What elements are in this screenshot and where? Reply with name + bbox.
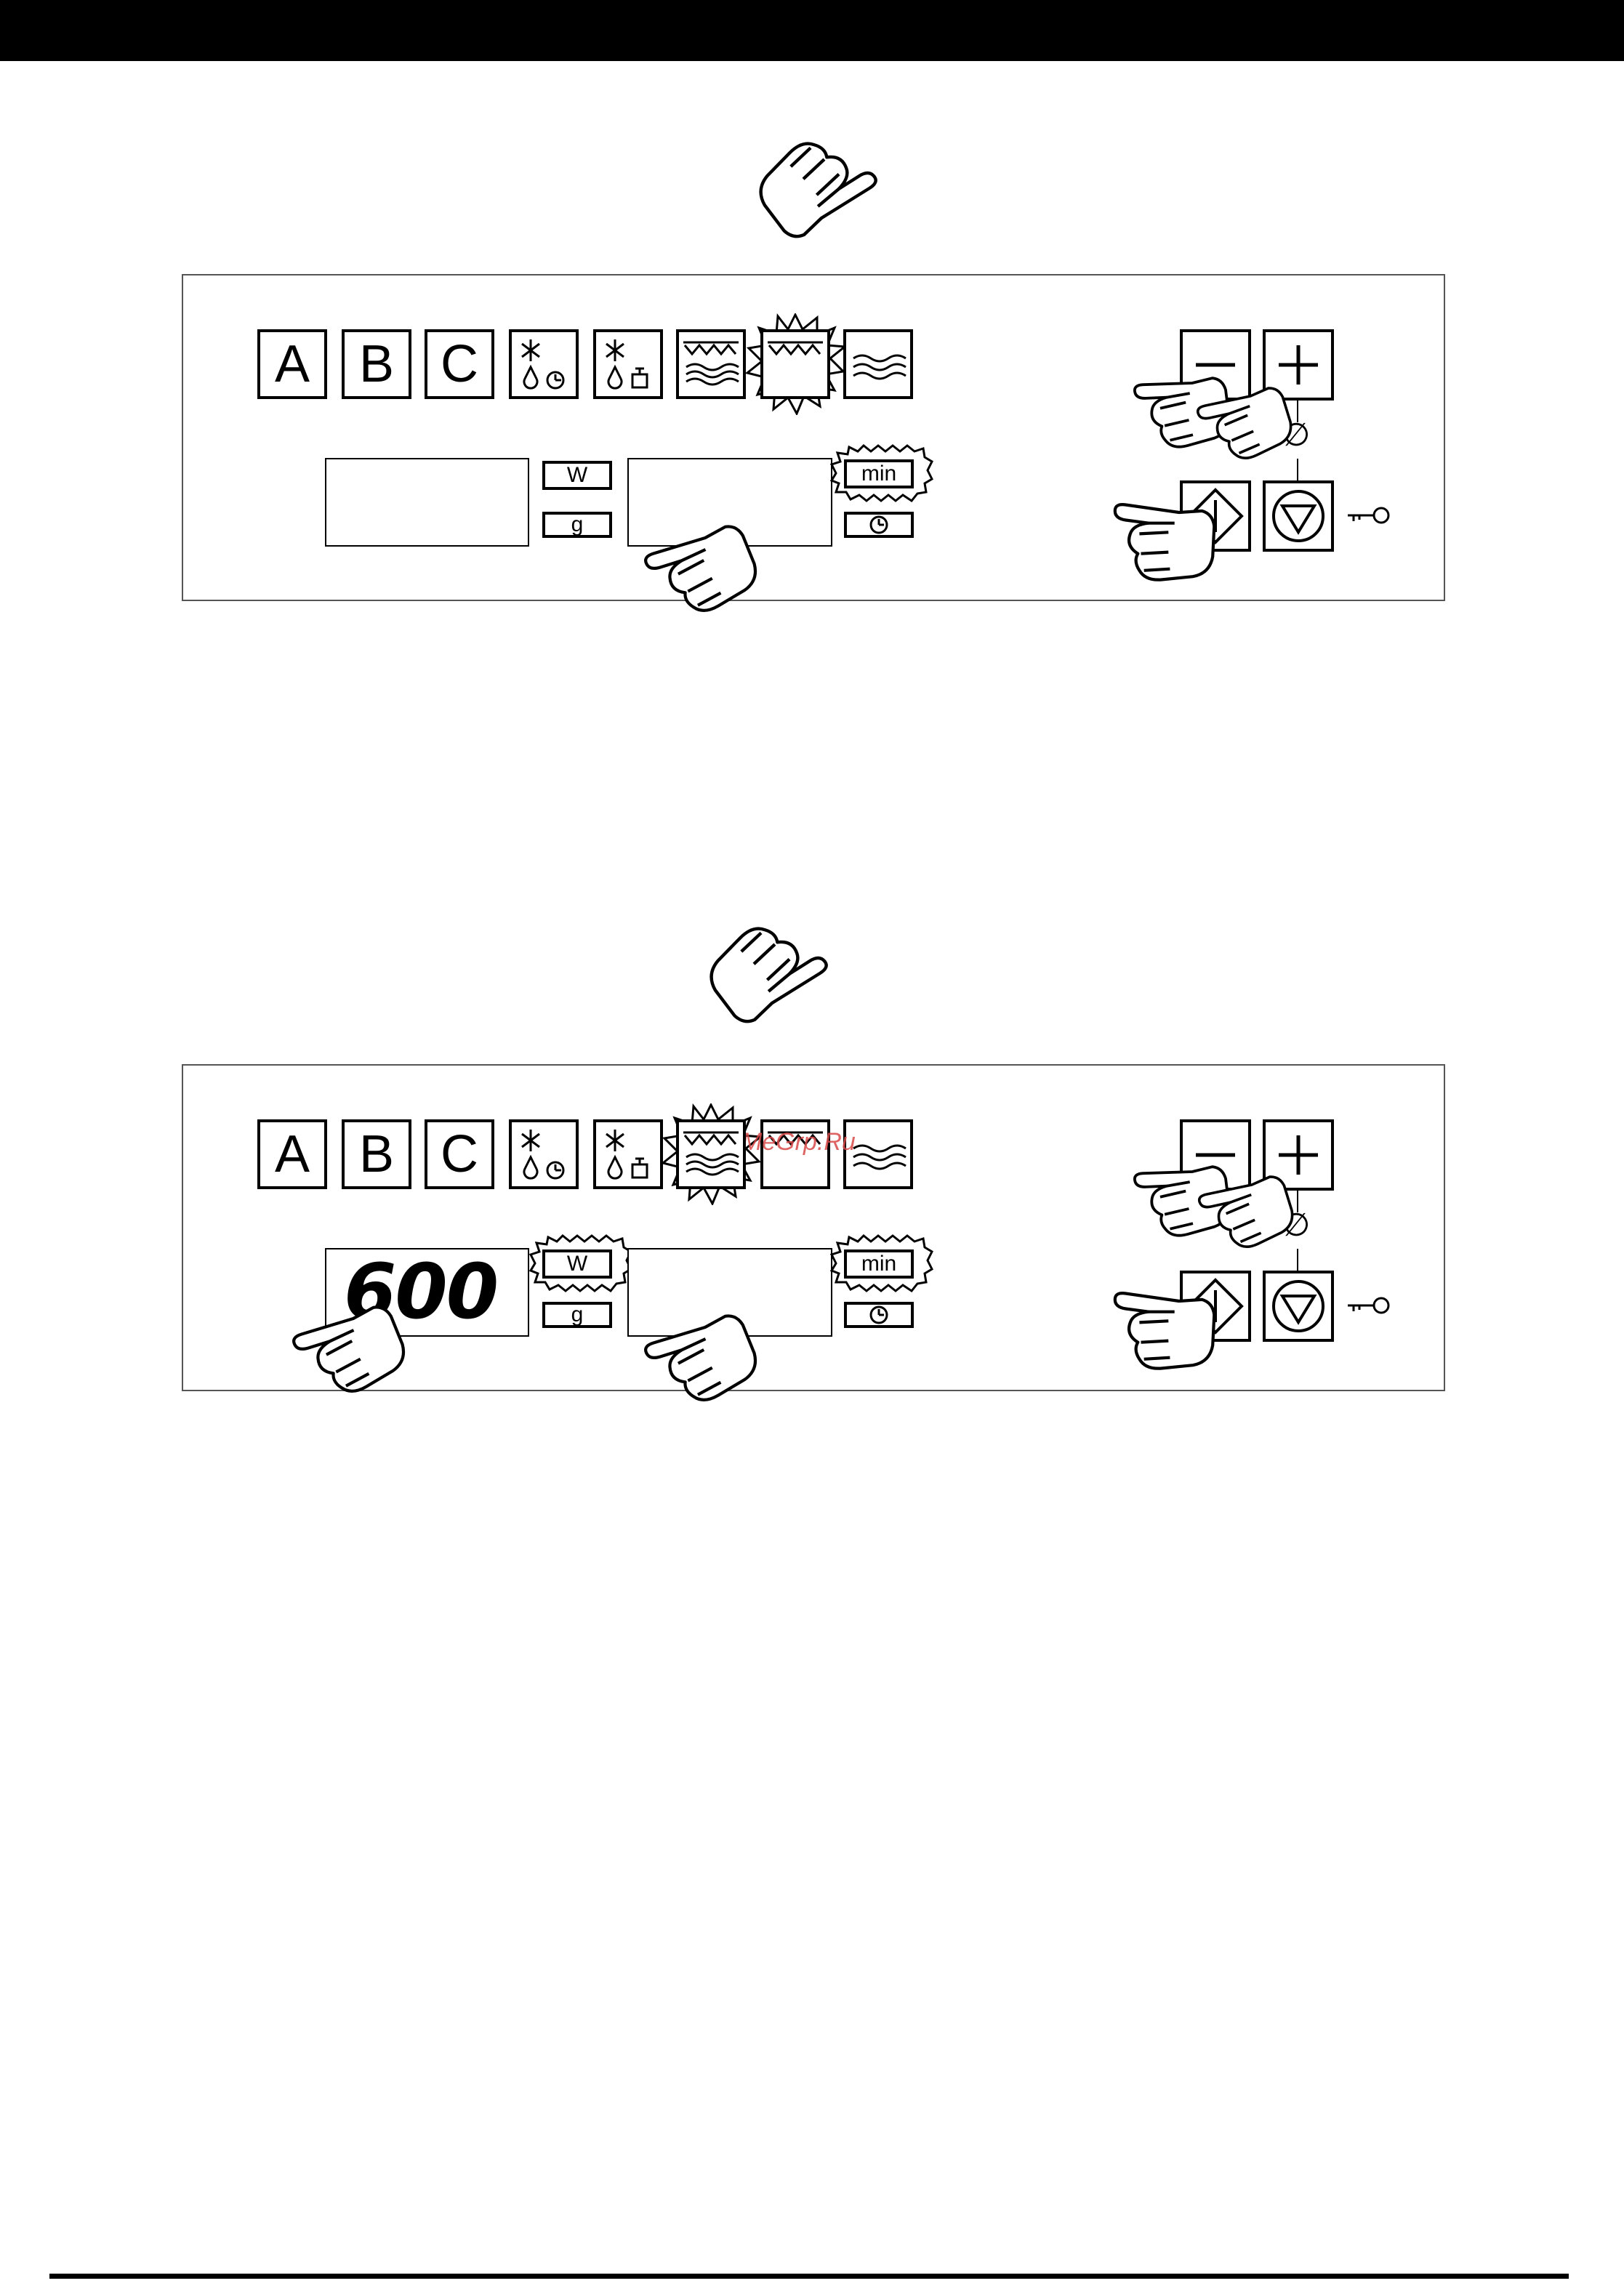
plus-button[interactable] [1263,1119,1334,1191]
start-icon [1186,1277,1245,1335]
grill-microwave-button-active[interactable] [676,1119,746,1189]
clock-indicator [844,1302,914,1328]
stop-icon [1269,1277,1327,1335]
power-weight-display [325,458,529,547]
start-button[interactable] [1180,480,1251,552]
defrost-weight-icon [599,335,657,393]
key-label: A [275,338,310,390]
time-display [627,458,832,547]
start-icon [1186,487,1245,545]
watermark: MeGrp.Ru [741,1128,856,1156]
defrost-weight-button[interactable] [593,329,663,399]
defrost-weight-icon [599,1125,657,1183]
power-weight-display: 600 [325,1248,529,1337]
key-label: B [359,1128,394,1180]
time-display [627,1248,832,1337]
program-c-button[interactable]: C [425,1119,494,1189]
microwave-button[interactable] [843,329,913,399]
defrost-weight-button[interactable] [593,1119,663,1189]
defrost-time-icon [515,335,573,393]
key-label: A [275,1128,310,1180]
key-label: B [359,338,394,390]
watt-label: W [567,464,587,486]
program-a-button[interactable]: A [257,329,327,399]
grill-icon [765,335,826,393]
program-b-button[interactable]: B [342,329,411,399]
display-value: 600 [344,1254,497,1329]
plus-icon [1273,339,1324,390]
divider [1297,459,1298,480]
microwave-icon [848,335,909,393]
minus-icon [1190,339,1241,390]
divider [1297,1249,1298,1271]
header-bar [0,0,1624,61]
grill-microwave-icon [680,335,741,393]
reset-symbol: ∅ [1282,419,1310,451]
program-a-button[interactable]: A [257,1119,327,1189]
watt-label: W [567,1253,587,1275]
gram-indicator: g [542,1302,612,1328]
min-label: min [861,1253,896,1275]
minus-icon [1190,1130,1241,1180]
key-label: C [441,1128,478,1180]
watt-indicator: W [542,1249,612,1279]
plus-button[interactable] [1263,329,1334,401]
minutes-indicator: min [844,1249,914,1279]
clock-indicator [844,512,914,538]
clock-icon [864,1305,893,1325]
gram-label: g [571,514,584,536]
watt-indicator: W [542,461,612,490]
start-button[interactable] [1180,1271,1251,1342]
gram-indicator: g [542,512,612,538]
grill-microwave-icon [680,1125,741,1183]
control-panel-2: A B C [182,1064,1445,1391]
reset-symbol: ∅ [1282,1210,1310,1241]
grill-button-active[interactable] [760,329,830,399]
stop-button[interactable] [1263,480,1334,552]
stop-button[interactable] [1263,1271,1334,1342]
grill-microwave-button[interactable] [676,329,746,399]
min-label: min [861,463,896,485]
hand-pointer-icon [748,121,878,248]
minus-button[interactable] [1180,1119,1251,1191]
microwave-icon [848,1125,909,1183]
key-lock-icon [1346,501,1393,530]
defrost-time-button[interactable] [509,1119,579,1189]
minus-button[interactable] [1180,329,1251,401]
control-panel-1: A B C [182,274,1445,601]
minutes-indicator: min [844,459,914,488]
defrost-time-button[interactable] [509,329,579,399]
program-b-button[interactable]: B [342,1119,411,1189]
program-c-button[interactable]: C [425,329,494,399]
stop-icon [1269,487,1327,545]
clock-icon [864,515,893,535]
gram-label: g [571,1304,584,1326]
defrost-time-icon [515,1125,573,1183]
footer-rule [49,2274,1569,2279]
hand-pointer-icon [699,906,829,1033]
key-lock-icon [1346,1291,1393,1320]
plus-icon [1273,1130,1324,1180]
key-label: C [441,338,478,390]
